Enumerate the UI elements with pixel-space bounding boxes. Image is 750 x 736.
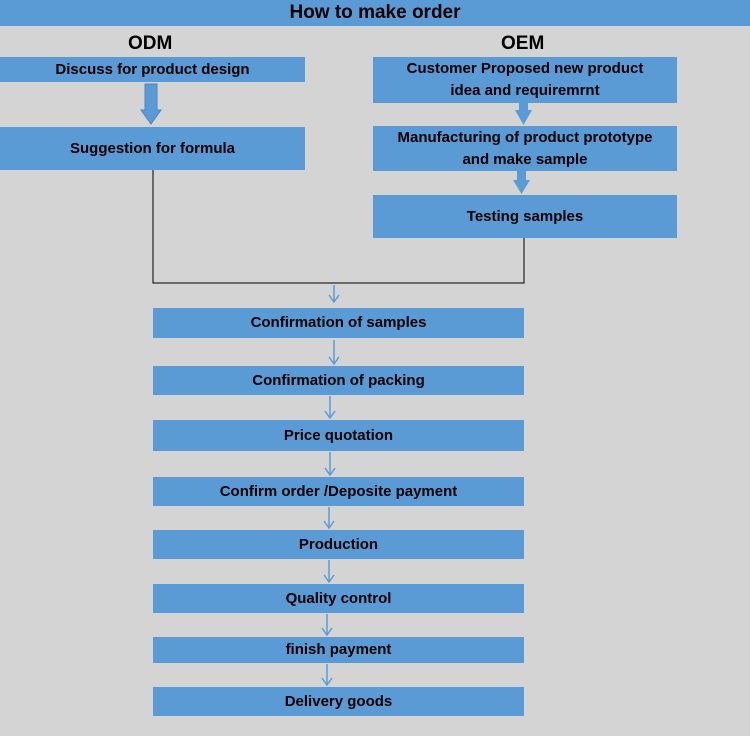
merge-connector-line (152, 170, 525, 284)
step-confirm-packing: Confirmation of packing (153, 366, 524, 395)
arrow-to-confirm-packing (328, 340, 340, 366)
step-finish-payment: finish payment (153, 637, 524, 663)
step-confirm-order: Confirm order /Deposite payment (153, 477, 524, 506)
arrow-to-price-quotation (324, 396, 336, 420)
oem-block-arrow-2 (513, 171, 530, 194)
arrow-to-finish-payment (321, 614, 333, 637)
step-price-quotation: Price quotation (153, 420, 524, 451)
arrow-to-delivery-goods (321, 664, 333, 687)
oem-heading: OEM (501, 33, 545, 54)
arrow-to-confirm-order (324, 452, 336, 477)
odm-step-discuss-design: Discuss for product design (0, 57, 305, 82)
oem-block-arrow-1 (515, 103, 532, 125)
odm-step-suggest-formula: Suggestion for formula (0, 127, 305, 170)
arrow-to-quality-control (323, 560, 335, 584)
step-production: Production (153, 530, 524, 559)
step-quality-control: Quality control (153, 584, 524, 613)
arrow-to-confirm-samples (328, 285, 340, 304)
arrow-to-production (323, 507, 335, 530)
step-delivery-goods: Delivery goods (153, 687, 524, 716)
oem-step-testing-samples: Testing samples (373, 195, 677, 238)
diagram-title: How to make order (0, 0, 750, 26)
oem-step-customer-proposal: Customer Proposed new product idea and r… (373, 57, 677, 103)
oem-step-prototype: Manufacturing of product prototype and m… (373, 126, 677, 171)
odm-heading: ODM (128, 33, 173, 54)
step-confirm-samples: Confirmation of samples (153, 308, 524, 338)
odm-block-arrow (140, 83, 162, 125)
